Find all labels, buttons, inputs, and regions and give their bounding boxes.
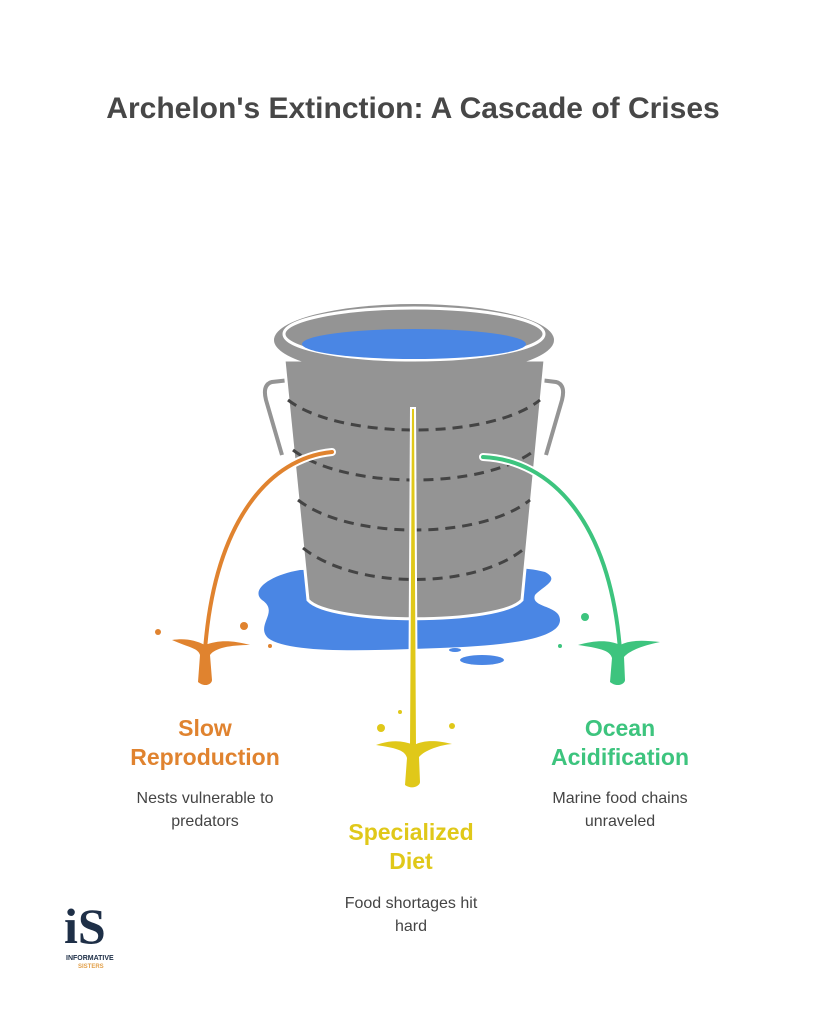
yellow-splash [376,741,452,788]
informative-sisters-logo: iS INFORMATIVE SISTERS [60,900,120,974]
heading-line: Reproduction [130,744,280,770]
logo-line1: INFORMATIVE [66,955,114,962]
water-drop [460,655,504,665]
heading-line: Diet [389,848,433,874]
heading-line: Slow [178,715,232,741]
green-splash [578,640,660,686]
logo-line2: SISTERS [78,964,104,970]
water-drop [449,648,461,652]
description-line: Marine food chains [552,790,688,807]
item-heading-specialized-diet: Specialized Diet [311,818,511,876]
bucket-handle-right [539,378,566,456]
heading-line: Ocean [584,715,656,741]
page-title: Archelon's Extinction: A Cascade of Cris… [106,92,720,125]
heading-line: Specialized [348,819,474,845]
description-line: Nests vulnerable to [136,790,274,807]
description-line: hard [394,918,428,935]
description-line: predators [171,813,239,830]
item-heading-slow-reproduction: Slow Reproduction [105,714,305,772]
bucket-water [302,329,526,359]
bucket-handle-left [262,378,291,456]
description-line: unraveled [584,813,656,830]
item-description-specialized-diet: Food shortages hit hard [311,892,511,938]
description-line: Food shortages hit [344,895,478,912]
yellow-stream [407,407,419,749]
item-heading-ocean-acidification: Ocean Acidification [520,714,720,772]
heading-line: Acidification [550,744,689,770]
item-description-slow-reproduction: Nests vulnerable to predators [105,787,305,833]
item-description-ocean-acidification: Marine food chains unraveled [520,787,720,833]
orange-splash [172,639,250,686]
logo-mark: iS [64,898,106,954]
